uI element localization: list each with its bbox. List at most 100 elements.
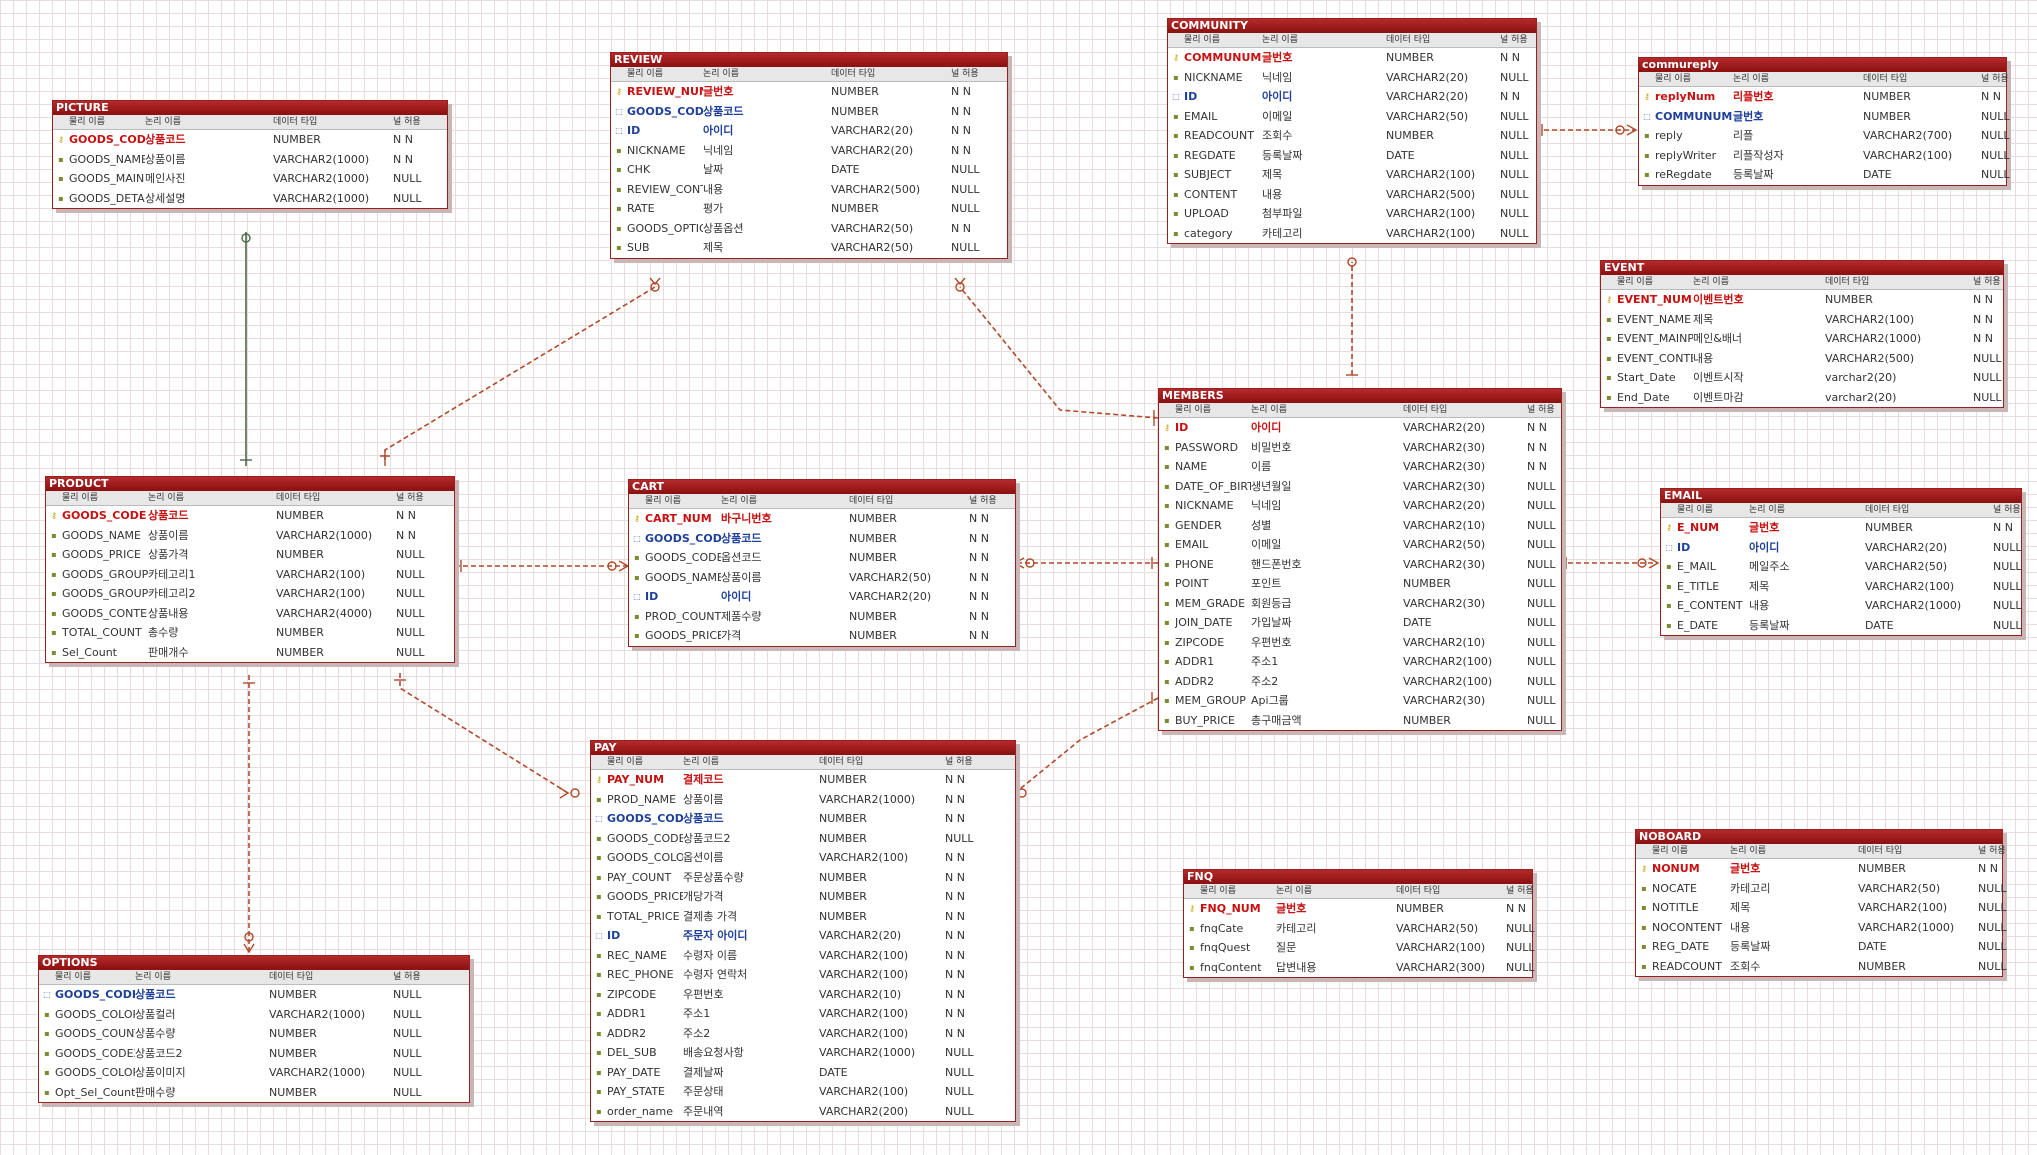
table-title[interactable]: REVIEW [611, 53, 1007, 67]
table-row[interactable]: ▪GOODS_CODE2옵션코드NUMBERN N [629, 548, 1015, 568]
table-title[interactable]: EMAIL [1661, 489, 2021, 503]
table-title[interactable]: NOBOARD [1636, 830, 2002, 844]
table-title[interactable]: MEMBERS [1159, 389, 1561, 403]
table-title[interactable]: OPTIONS [39, 956, 469, 970]
table-row[interactable]: ▪GOODS_COLOR_IMG상품이미지VARCHAR2(1000)NULL [39, 1063, 469, 1083]
table-title[interactable]: commureply [1639, 58, 2006, 72]
table-title[interactable]: PAY [591, 741, 1015, 755]
table-row[interactable]: ▪DATE_OF_BIRTH생년월일VARCHAR2(30)NULL [1159, 477, 1561, 497]
table-row[interactable]: ▪GOODS_OPTION상품옵션VARCHAR2(50)N N [611, 219, 1007, 239]
table-title[interactable]: CART [629, 480, 1015, 494]
table-title[interactable]: COMMUNITY [1168, 19, 1536, 33]
table-title[interactable]: PICTURE [53, 101, 447, 115]
table-title[interactable]: FNQ [1184, 870, 1532, 884]
table-title[interactable]: EVENT [1601, 261, 2003, 275]
table-row[interactable]: ▪GOODS_DETAIL상세설명VARCHAR2(1000)NULL [53, 189, 447, 209]
